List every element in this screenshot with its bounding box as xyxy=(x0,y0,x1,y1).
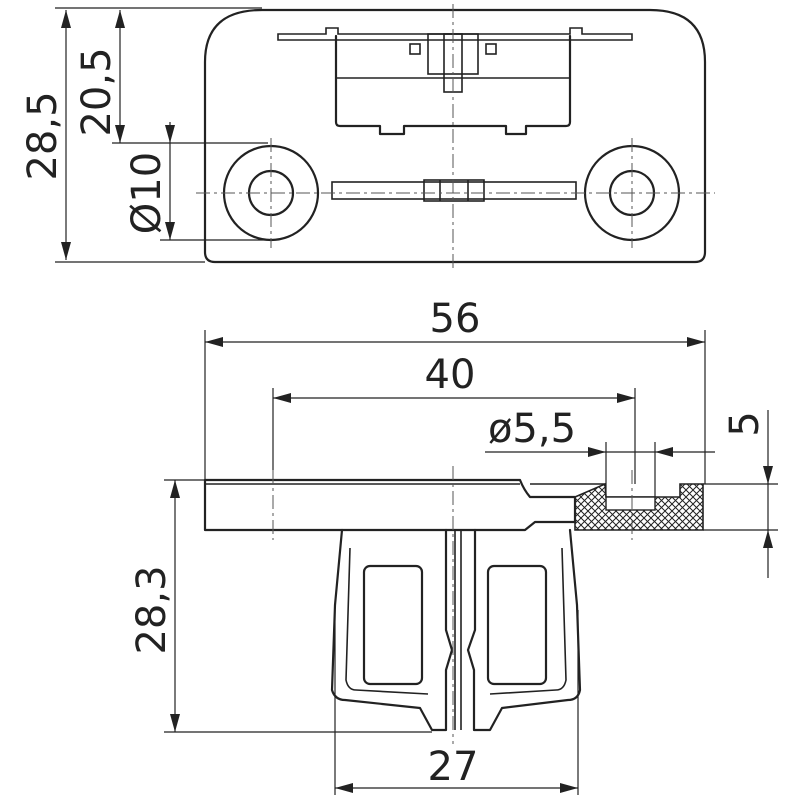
top-plate-outline xyxy=(203,8,707,264)
dim-label-hole-height: 20,5 xyxy=(74,47,120,136)
clip-right-arm xyxy=(489,547,567,695)
clip-left-window xyxy=(362,564,424,686)
top-latch-pin-left xyxy=(409,43,421,55)
side-view: 56 40 ø5,5 5 28,3 27 xyxy=(129,296,778,795)
dim-label-small-diameter: ø5,5 xyxy=(488,406,576,452)
dim-label-body-height: 28,3 xyxy=(129,565,175,654)
dim-label-hole-spacing: 40 xyxy=(425,352,476,398)
top-latch-pin-right xyxy=(485,43,497,55)
center-slot-block xyxy=(423,179,485,202)
seal-hole-gap xyxy=(605,496,656,511)
side-flange xyxy=(203,478,577,532)
dim-label-overall-height: 28,5 xyxy=(20,91,66,180)
top-view: 28,5 20,5 Ø10 xyxy=(20,4,715,270)
dim-label-overall-width: 56 xyxy=(430,296,481,342)
clip-left-arm xyxy=(345,547,429,695)
clip-right-window xyxy=(486,564,548,686)
top-slider-body xyxy=(334,34,572,136)
top-slider-rail xyxy=(277,27,633,41)
dim-label-flange-thickness: 5 xyxy=(722,411,768,436)
dim-label-hole-diameter: Ø10 xyxy=(124,152,170,234)
dim-label-body-width: 27 xyxy=(428,744,479,790)
center-slot xyxy=(331,181,577,200)
clip-body-outline xyxy=(330,528,582,732)
